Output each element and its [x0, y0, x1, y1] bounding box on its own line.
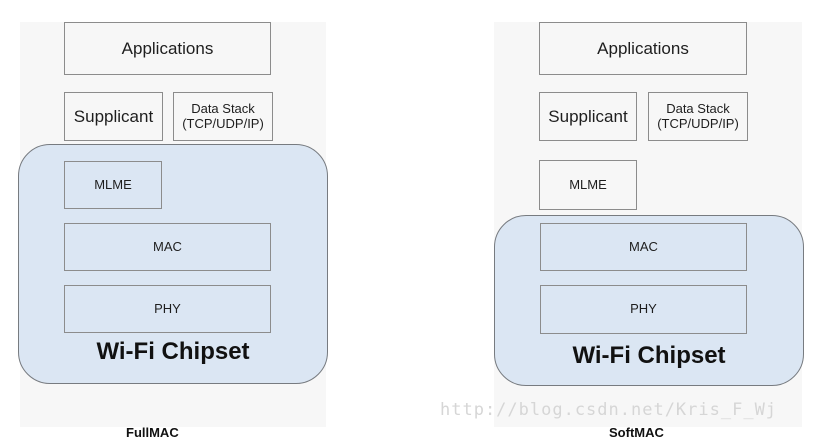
chipset-title: Wi-Fi Chipset — [96, 338, 250, 365]
data-stack-title: Data Stack — [191, 100, 255, 116]
applications-box: Applications — [539, 22, 747, 75]
watermark: http://blog.csdn.net/Kris_F_Wj — [440, 400, 778, 420]
mlme-box: MLME — [539, 160, 637, 210]
fullmac-caption: FullMAC — [126, 425, 179, 440]
supplicant-box: Supplicant — [64, 92, 163, 141]
phy-box: PHY — [64, 285, 271, 333]
fullmac-diagram: Applications Supplicant Data Stack (TCP/… — [18, 22, 328, 440]
supplicant-box: Supplicant — [539, 92, 637, 141]
mac-box: MAC — [64, 223, 271, 271]
wifi-chipset: MAC PHY Wi-Fi Chipset — [494, 215, 804, 386]
mlme-box: MLME — [64, 161, 162, 209]
applications-box: Applications — [64, 22, 271, 75]
softmac-caption: SoftMAC — [609, 425, 664, 440]
data-stack-protocols: (TCP/UDP/IP) — [657, 115, 739, 131]
data-stack-box: Data Stack (TCP/UDP/IP) — [173, 92, 273, 141]
wifi-chipset: MLME MAC PHY Wi-Fi Chipset — [18, 144, 328, 384]
softmac-diagram: Applications Supplicant Data Stack (TCP/… — [494, 22, 804, 440]
mac-box: MAC — [540, 223, 747, 271]
data-stack-protocols: (TCP/UDP/IP) — [182, 115, 264, 131]
data-stack-box: Data Stack (TCP/UDP/IP) — [648, 92, 748, 141]
chipset-title: Wi-Fi Chipset — [572, 342, 726, 369]
data-stack-title: Data Stack — [666, 100, 730, 116]
phy-box: PHY — [540, 285, 747, 334]
